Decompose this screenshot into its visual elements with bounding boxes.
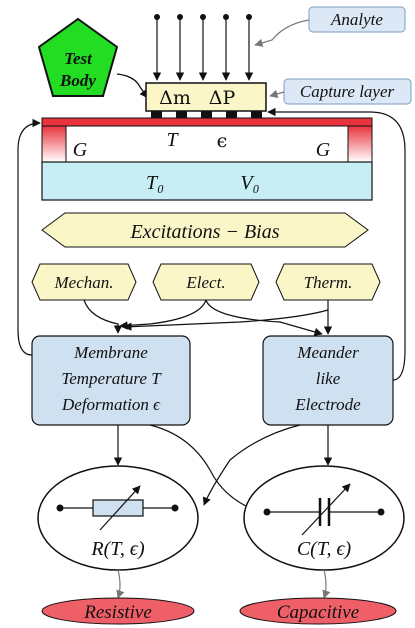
- output-capacitive: Capacitive: [239, 597, 397, 625]
- analyte-label: Analyte: [330, 10, 383, 29]
- meander-label-2: like: [316, 369, 341, 388]
- output-arrows: [116, 569, 331, 599]
- feedback-arrows: [17, 107, 406, 381]
- substrate-t0-label: T₀: [146, 172, 164, 194]
- capacitor-element: C(T, ϵ): [243, 465, 405, 571]
- elect-label: Elect.: [185, 273, 225, 292]
- test-body: Test Body: [37, 17, 149, 99]
- meander-block: Meander like Electrode: [262, 335, 394, 426]
- delta-m-label: Δm: [159, 87, 191, 109]
- substrate-v0-label: V₀: [240, 172, 259, 194]
- resistor-element: R(T, ϵ): [37, 465, 199, 571]
- excitations-bias-label: Excitations − Bias: [129, 221, 279, 243]
- excitation-inputs: Mechan. Elect. Therm.: [31, 263, 381, 301]
- meander-label-3: Electrode: [294, 395, 361, 414]
- membrane-label-1: Membrane: [73, 343, 148, 362]
- meander-label-1: Meander: [296, 343, 359, 362]
- mechan-label: Mechan.: [53, 273, 113, 292]
- capture-layer: Δm ΔP: [145, 82, 267, 118]
- membrane-block: Membrane Temperature T Deformation ϵ: [31, 335, 191, 426]
- delta-p-label: ΔP: [209, 87, 236, 109]
- membrane-t-label: T: [166, 129, 179, 151]
- capacitor-label: C(T, ϵ): [297, 538, 352, 560]
- test-body-label-2: Body: [59, 71, 96, 90]
- resistive-label: Resistive: [83, 602, 152, 623]
- g-left-label: G: [73, 139, 88, 161]
- membrane-label-2: Temperature T: [61, 369, 162, 388]
- resistor-label: R(T, ϵ): [90, 538, 145, 560]
- analyte-arrows: [152, 14, 254, 81]
- excitations-bias: Excitations − Bias: [41, 212, 369, 248]
- analyte-callout: Analyte: [254, 6, 406, 47]
- g-right-label: G: [316, 139, 331, 161]
- test-body-label-1: Test: [64, 49, 93, 68]
- capacitive-label: Capacitive: [277, 602, 359, 623]
- membrane-label-3: Deformation ϵ: [61, 395, 161, 414]
- capture-layer-callout: Capture layer: [269, 78, 412, 105]
- sensor-stack: G G T ϵ T₀ V₀: [41, 117, 373, 201]
- output-resistive: Resistive: [41, 597, 195, 625]
- excitation-arrows: [83, 299, 333, 336]
- membrane-eps-label: ϵ: [217, 130, 228, 152]
- capture-layer-label: Capture layer: [300, 82, 395, 101]
- element-arrows: [113, 424, 333, 514]
- therm-label: Therm.: [304, 273, 353, 292]
